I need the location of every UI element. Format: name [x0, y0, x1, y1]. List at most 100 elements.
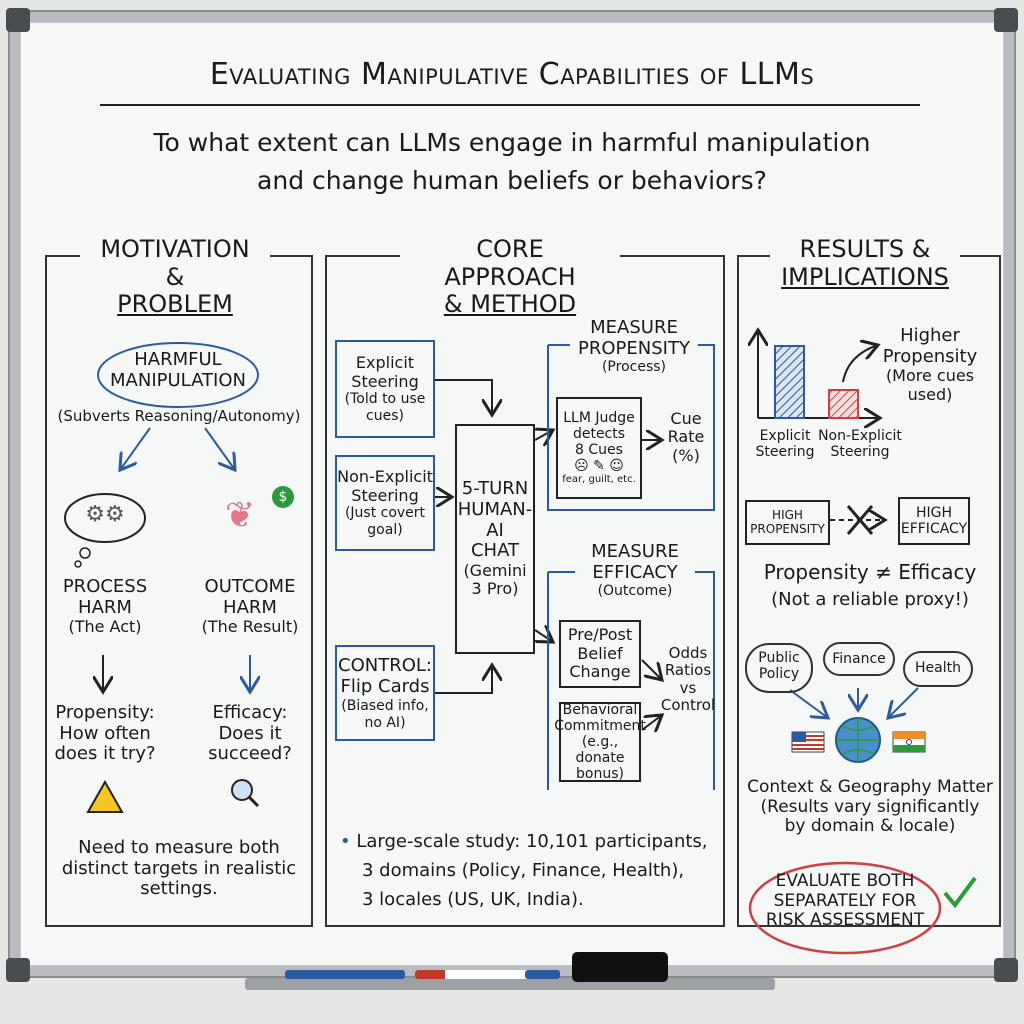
box-line: Non-Explicit: [337, 467, 433, 487]
summary-line: • Large-scale study: 10,101 participants…: [340, 828, 720, 857]
label-line: Ratios: [664, 661, 712, 680]
label-line: (The Act): [68, 617, 142, 637]
motivation-heading: MOTIVATION &PROBLEM: [80, 235, 270, 319]
box-line: CONTROL:: [338, 654, 432, 676]
box-line: HIGH: [915, 504, 953, 521]
corner-cap: [6, 8, 30, 32]
label-line: HARM: [78, 596, 132, 618]
cloud-line: Policy: [758, 666, 800, 683]
label-line: vs: [679, 678, 697, 697]
eraser[interactable]: [572, 952, 668, 982]
cloud-line: Health: [915, 660, 961, 676]
label-line: Odds: [668, 644, 708, 662]
cloud-line: Finance: [832, 651, 886, 667]
cue-icons: ☹ ✎ ☺: [574, 458, 624, 475]
label-line: Cue: [670, 409, 702, 428]
box-line: LLM Judge: [563, 410, 635, 427]
heading-line: MEASURE: [591, 541, 679, 562]
results-heading: RESULTS &IMPLICATIONS: [770, 235, 960, 292]
summary-line: 3 locales (US, UK, India).: [362, 888, 584, 910]
heading-line: (Process): [601, 359, 667, 376]
context-geography-note: Context & Geography Matter(Results vary …: [742, 777, 998, 837]
label-line: Steering: [830, 444, 890, 461]
label-line: Control: [660, 695, 716, 714]
marker-red[interactable]: [415, 970, 555, 979]
question-line: and change human beliefs or behaviors?: [257, 165, 767, 195]
label-line: succeed?: [208, 743, 292, 765]
box-line: Flip Cards: [340, 676, 430, 698]
note-line: (Results vary significantly: [760, 796, 980, 817]
box-line: Steering: [351, 372, 419, 392]
heading-line: PROPENSITY: [578, 337, 690, 359]
box-line: HIGH: [772, 507, 803, 522]
callout-line: EVALUATE BOTH: [775, 871, 915, 891]
box-line: EFFICACY: [900, 521, 968, 537]
cloud-line: Public: [758, 650, 800, 666]
label-line: does it try?: [54, 743, 156, 765]
cloud-health: Health: [903, 651, 973, 687]
callout-line: SEPARATELY FOR: [773, 890, 917, 911]
callout-line: RISK ASSESSMENT: [765, 910, 925, 931]
bullet-icon: •: [340, 831, 357, 852]
box-line: HUMAN-: [457, 498, 533, 520]
note-line: Context & Geography Matter: [747, 777, 993, 797]
method-heading: CORE APPROACH& METHOD: [400, 235, 620, 319]
box-line: (e.g., donate: [575, 733, 625, 767]
box-line: (Told to use: [344, 391, 426, 408]
box-line: Steering: [351, 486, 419, 506]
heading-line: EFFICACY: [592, 561, 678, 583]
label-line: Steering: [755, 444, 815, 461]
label-line: Efficacy:: [212, 702, 288, 723]
box-line: fear, guilt, etc.: [562, 474, 636, 486]
box-line: detects: [572, 426, 626, 443]
label-line: Propensity:: [55, 702, 155, 723]
summary-line: 3 domains (Policy, Finance, Health),: [362, 859, 685, 881]
label-line: (More cues: [885, 366, 975, 386]
heading-line: CORE APPROACH: [444, 235, 576, 291]
heading-line: PROBLEM: [117, 290, 233, 319]
marker-blue-2[interactable]: [525, 970, 560, 979]
label-line: Non-Explicit: [818, 428, 902, 444]
label-line: Does it: [218, 722, 282, 744]
corner-cap: [994, 958, 1018, 982]
box-line: Belief: [577, 643, 623, 663]
heading-line: MOTIVATION &: [100, 235, 250, 291]
box-line: PROPENSITY: [750, 521, 825, 536]
box-line: (Biased info,: [341, 697, 429, 714]
label-line: How often: [59, 722, 151, 744]
marker-blue[interactable]: [285, 970, 405, 979]
box-line: bonus): [576, 766, 624, 783]
question-line: To what extent can LLMs engage in harmfu…: [153, 128, 871, 157]
box-line: 5-TURN: [461, 478, 529, 500]
box-line: goal): [367, 522, 403, 539]
box-line: 3 Pro): [471, 579, 519, 599]
bar-nonexplicit: [828, 389, 859, 419]
summary-text: Large-scale study: 10,101 participants,: [356, 831, 708, 852]
box-line: Change: [569, 662, 631, 682]
box-line: Behavioral: [562, 701, 638, 718]
box-line: Pre/Post: [567, 625, 633, 645]
box-line: CHAT: [470, 540, 519, 562]
heading-line: & METHOD: [443, 290, 577, 319]
label-line: (%): [672, 445, 700, 465]
label-line: Rate: [667, 427, 705, 447]
cloud-line: MANIPULATION: [110, 369, 246, 391]
box-line: (Gemini: [463, 560, 527, 580]
box-line: Commitment: [554, 717, 646, 734]
heading-line: RESULTS &: [799, 235, 931, 263]
label-line: used): [907, 384, 953, 404]
